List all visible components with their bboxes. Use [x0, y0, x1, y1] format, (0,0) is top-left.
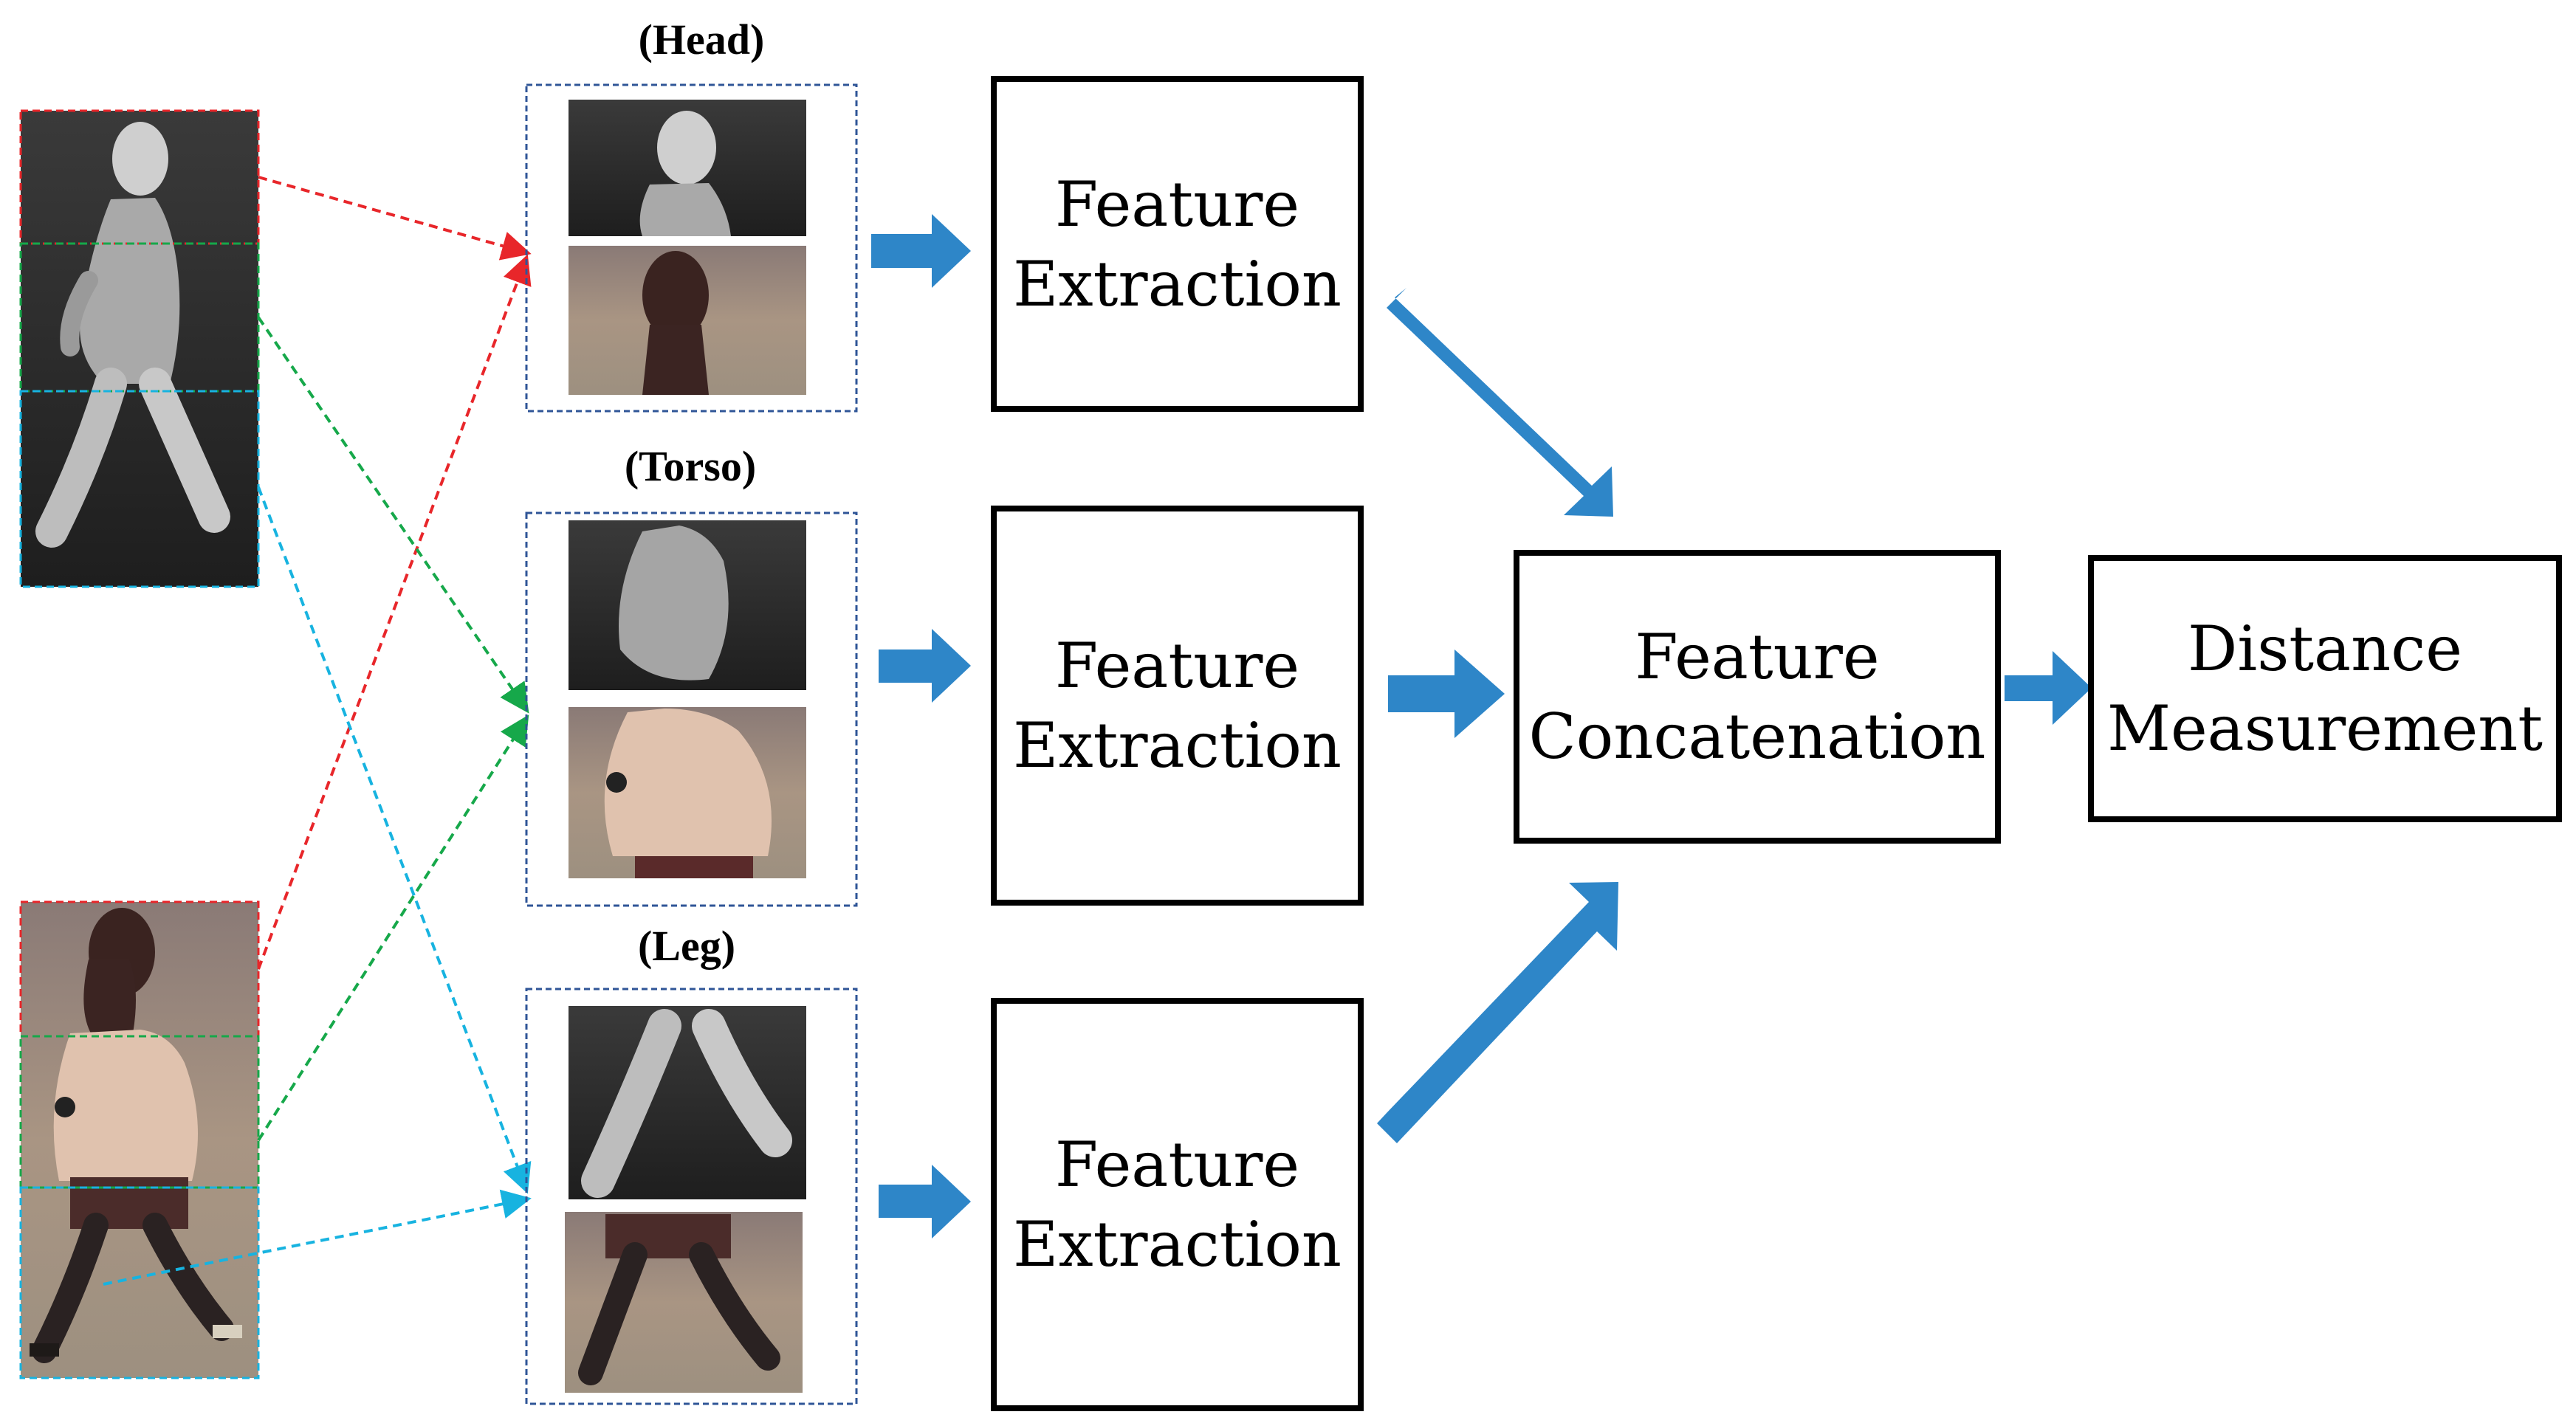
leg-label: (Leg): [637, 922, 736, 970]
feature-extraction-line-2: Extraction: [1012, 247, 1342, 320]
feature-extraction-line-1: Feature: [1054, 630, 1300, 702]
head-crop-group: [525, 83, 858, 413]
distance-measurement-box: Distance Measurement: [2088, 555, 2562, 822]
feature-extraction-text: Feature Extraction: [1013, 165, 1342, 324]
distance-measurement-line-2: Measurement: [2106, 692, 2544, 765]
feature-extraction-box-head: Feature Extraction: [991, 76, 1364, 412]
feature-concatenation-line-1: Feature: [1635, 621, 1880, 693]
feature-extraction-line-1: Feature: [1054, 1129, 1300, 1201]
feature-extraction-box-torso: Feature Extraction: [991, 506, 1364, 906]
feature-concatenation-line-2: Concatenation: [1528, 700, 1986, 773]
leg-thermal-connector: [257, 486, 532, 1194]
feature-extraction-text: Feature Extraction: [1013, 1125, 1342, 1284]
feature-extraction-line-2: Extraction: [1012, 1208, 1342, 1281]
block-arrow-icon: [871, 214, 971, 288]
torso-label: (Torso): [624, 442, 757, 490]
part-connectors: [103, 176, 532, 1286]
feature-concatenation-box: Feature Concatenation: [1514, 550, 2001, 844]
block-arrow-icon: [879, 1165, 971, 1238]
block-arrow-icon: [2005, 651, 2092, 725]
visible-person-image: [19, 900, 260, 1379]
head-thermal-connector: [258, 176, 532, 261]
distance-measurement-line-1: Distance: [2187, 613, 2462, 685]
feature-concatenation-text: Feature Concatenation: [1528, 617, 1985, 776]
block-arrow-icon: [1377, 882, 1618, 1143]
head-label: (Head): [638, 15, 765, 63]
feature-extraction-line-1: Feature: [1054, 168, 1300, 241]
leg-crop-group: [525, 988, 858, 1405]
distance-measurement-text: Distance Measurement: [2107, 609, 2543, 768]
thermal-person-image: [19, 109, 260, 588]
torso-visible-connector: [257, 714, 529, 1142]
feature-extraction-line-2: Extraction: [1012, 709, 1342, 782]
block-arrow-icon: [879, 629, 971, 703]
block-arrow-icon: [1388, 650, 1505, 738]
torso-thermal-connector: [257, 316, 529, 714]
feature-extraction-text: Feature Extraction: [1013, 626, 1342, 785]
head-visible-connector: [257, 254, 532, 970]
leg-visible-connector: [103, 1189, 532, 1286]
flow-arrows: [871, 214, 2092, 1238]
torso-crop-group: [525, 511, 858, 907]
block-arrow-icon: [1387, 288, 1613, 517]
feature-extraction-box-leg: Feature Extraction: [991, 998, 1364, 1411]
